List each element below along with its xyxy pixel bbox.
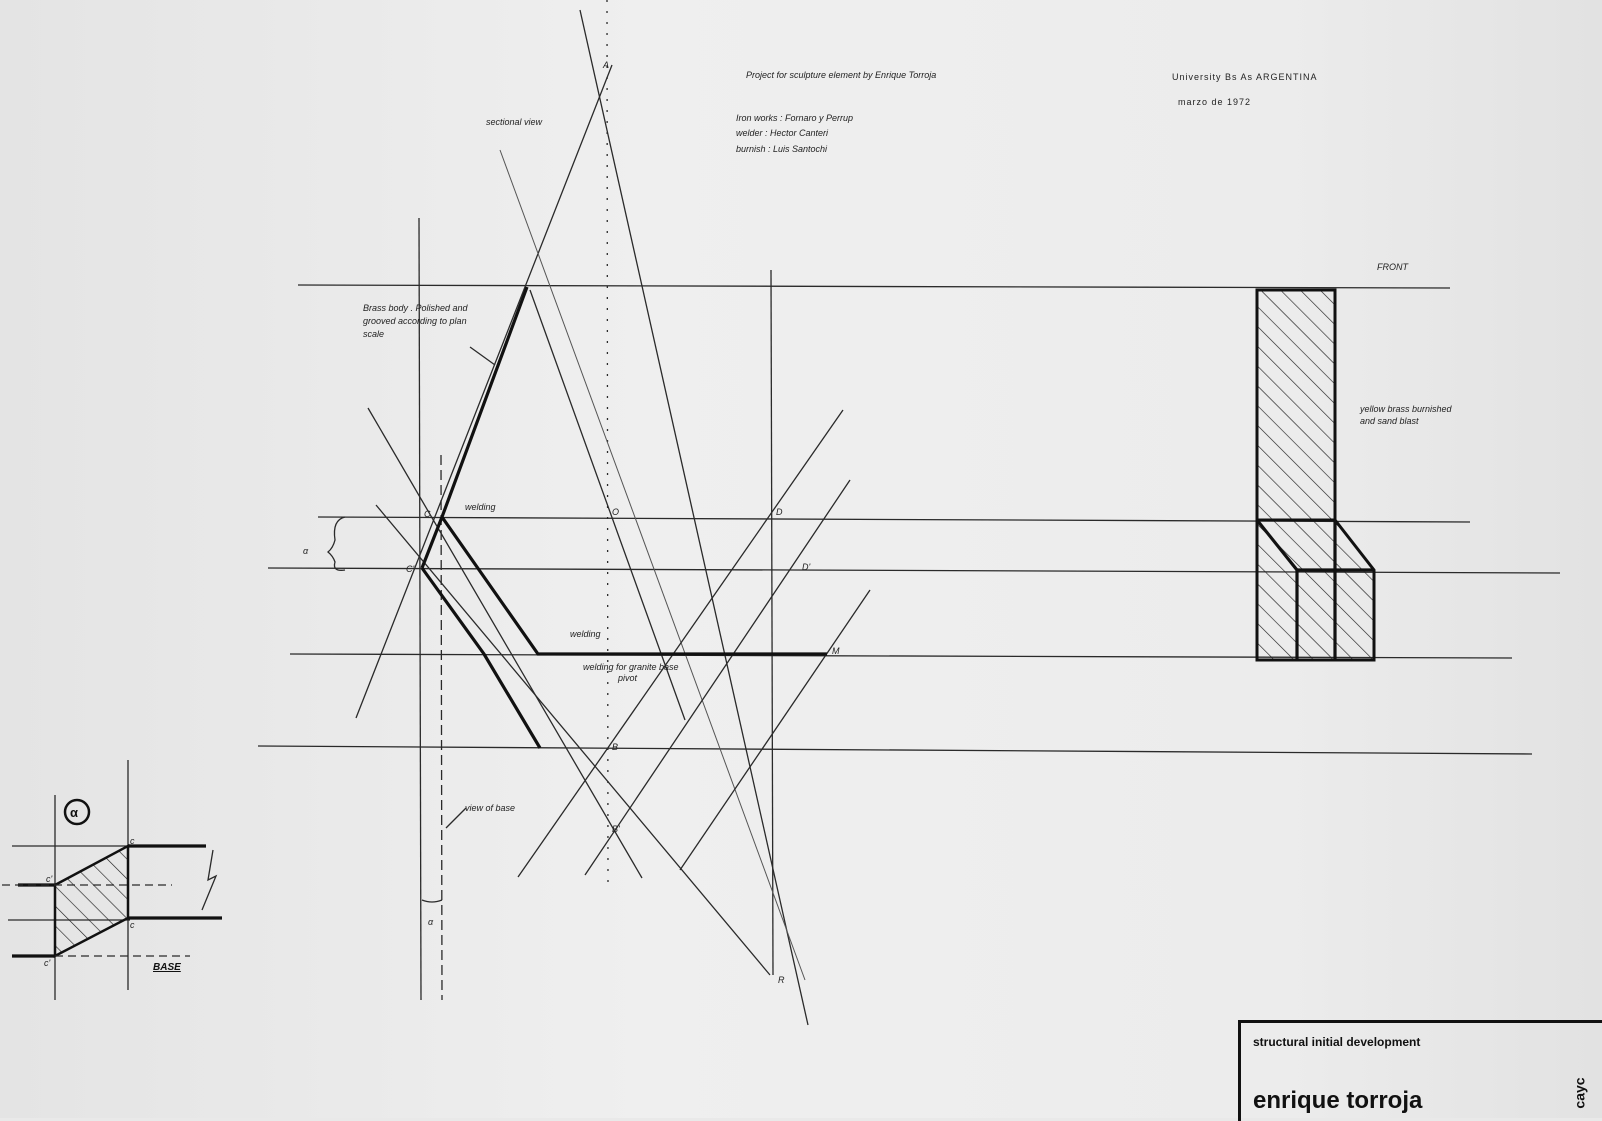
alpha-label-bottom: α [428, 917, 434, 927]
alpha-circle-label: α [70, 805, 78, 820]
title-block: structural initial development enrique t… [1238, 1020, 1602, 1121]
point-c: C [424, 509, 431, 519]
title-block-author: enrique torroja [1253, 1087, 1423, 1114]
title-block-subtitle: structural initial development [1253, 1035, 1421, 1049]
point-d: D [776, 507, 783, 517]
front-view: FRONT yellow brass burnished and sand bl… [1255, 262, 1453, 662]
title-block-code: cayc [1571, 1077, 1588, 1109]
horizontal-construction-lines [257, 284, 1561, 755]
welding-note-bottom: welding [570, 629, 601, 639]
base-point-c-prime-top: c' [46, 874, 53, 884]
brass-body-note-2: grooved according to plan [363, 316, 467, 326]
welding-note-top: welding [465, 502, 496, 512]
diagonal-construction-lines [355, 9, 871, 1026]
granite-note-2: pivot [617, 673, 638, 683]
base-point-c-bottom: c [130, 920, 135, 930]
base-point-c-prime-bottom: c' [44, 958, 51, 968]
alpha-bracket [326, 516, 346, 571]
point-c-prime: C' [406, 564, 414, 574]
yellow-brass-note-2: and sand blast [1360, 416, 1419, 426]
vertical-construction-lines [418, 0, 774, 1001]
base-label: BASE [153, 962, 181, 973]
point-a: A [602, 60, 609, 70]
sectional-view-label: sectional view [486, 117, 543, 127]
point-b: B [612, 742, 618, 752]
alpha-label: α [303, 546, 309, 556]
yellow-brass-note-1: yellow brass burnished [1359, 404, 1453, 414]
project-title: Project for sculpture element by Enrique… [746, 70, 936, 80]
front-label: FRONT [1377, 262, 1409, 272]
location-label: University Bs As ARGENTINA [1172, 72, 1318, 82]
point-r: R [778, 975, 785, 985]
brass-body-note-3: scale [363, 329, 384, 339]
iron-works-credit: Iron works : Fornaro y Perrup [736, 113, 853, 123]
point-o: O [612, 507, 619, 517]
welder-credit: welder : Hector Canteri [736, 128, 829, 138]
granite-note-1: welding for granite base [583, 662, 679, 672]
point-b-prime: B' [612, 824, 620, 834]
base-point-c-top: c [130, 836, 135, 846]
point-d-prime: D' [802, 562, 810, 572]
base-detail: α c' c c c' BASE [2, 760, 222, 1000]
alpha-bracket-bottom [421, 899, 443, 903]
burnish-credit: burnish : Luis Santochi [736, 144, 828, 154]
brass-body-profile [420, 286, 827, 749]
point-m: M [832, 646, 840, 656]
date-label: marzo de 1972 [1178, 97, 1251, 107]
view-of-base-note: view of base [465, 803, 515, 813]
brass-body-note-1: Brass body . Polished and [363, 303, 469, 313]
